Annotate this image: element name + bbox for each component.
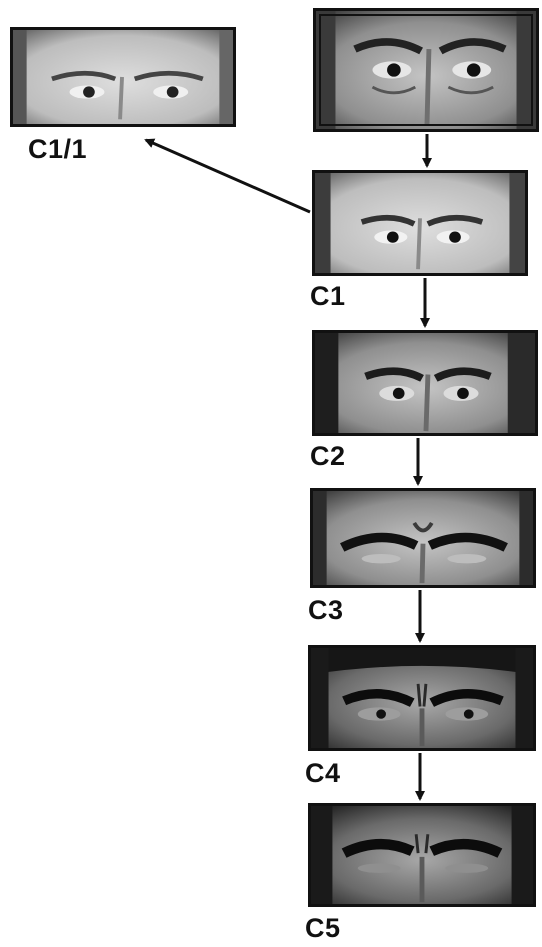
eye-image-c1 — [312, 170, 528, 276]
node-label-c5: C5 — [305, 915, 341, 942]
eye-photo-c4 — [311, 648, 533, 748]
arrow-c1-to-c1-1 — [146, 140, 310, 212]
node-label-c4: C4 — [305, 760, 341, 787]
node-label-c3: C3 — [308, 597, 344, 624]
eye-image-c4 — [308, 645, 536, 751]
eye-image-c5 — [308, 803, 536, 907]
node-label-c1: C1 — [310, 283, 346, 310]
eye-image-c3 — [310, 488, 536, 588]
eye-photo-source — [316, 11, 536, 129]
eye-photo-c1 — [315, 173, 525, 273]
eye-photo-c3 — [313, 491, 533, 585]
eye-image-source — [313, 8, 539, 132]
eye-photo-c5 — [311, 806, 533, 904]
eye-photo-c1-1 — [13, 30, 233, 124]
node-label-c1-1: C1/1 — [28, 136, 87, 163]
eye-image-c2 — [312, 330, 538, 436]
node-label-c2: C2 — [310, 443, 346, 470]
eye-photo-c2 — [315, 333, 535, 433]
eye-image-c1-1 — [10, 27, 236, 127]
